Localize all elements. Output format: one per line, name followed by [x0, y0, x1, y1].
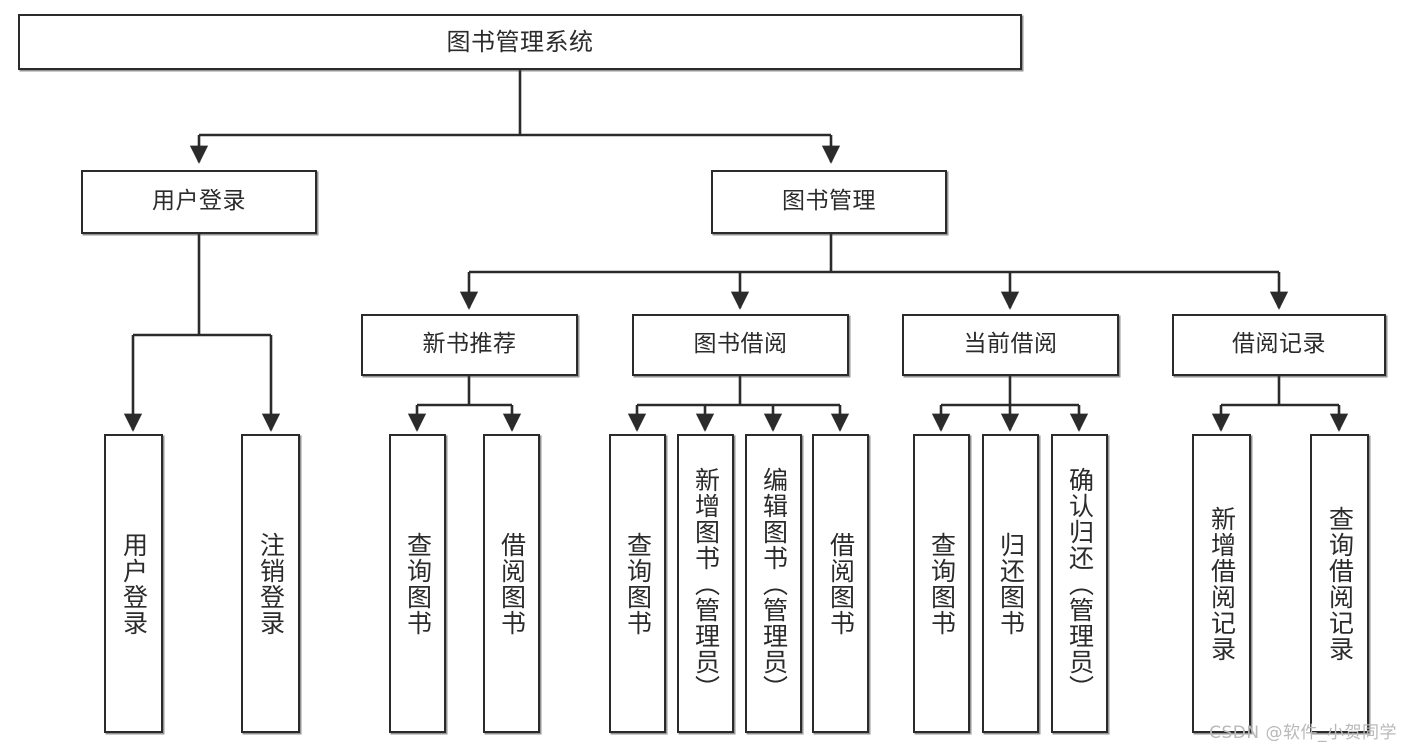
node-borrow-record[interactable]: 借阅记录: [1172, 314, 1386, 376]
leaf-new-book-query-label: 查询图书: [403, 531, 433, 636]
leaf-user-login-signout[interactable]: 注销登录: [241, 434, 300, 733]
leaf-current-return-book-label: 归还图书: [996, 531, 1026, 636]
node-borrow-record-label: 借阅记录: [1232, 331, 1326, 358]
leaf-current-confirm-return[interactable]: 确认归还（管理员）: [1051, 434, 1108, 733]
leaf-current-return-book[interactable]: 归还图书: [982, 434, 1039, 733]
node-new-book-recommend[interactable]: 新书推荐: [361, 314, 578, 376]
leaf-current-confirm-return-label: 确认归还（管理员）: [1065, 466, 1095, 701]
leaf-borrow-borrow-book-label: 借阅图书: [826, 531, 856, 636]
node-current-borrow-label: 当前借阅: [963, 331, 1058, 358]
node-user-login[interactable]: 用户登录: [81, 170, 317, 234]
leaf-borrow-query-book-label: 查询图书: [623, 531, 653, 636]
leaf-user-login-signout-label: 注销登录: [256, 531, 286, 636]
node-new-book-recommend-label: 新书推荐: [422, 331, 517, 358]
node-user-login-label: 用户登录: [152, 188, 246, 215]
leaf-borrow-query-book[interactable]: 查询图书: [609, 434, 666, 733]
node-root-label: 图书管理系统: [446, 27, 594, 56]
leaf-borrow-edit-book[interactable]: 编辑图书（管理员）: [745, 434, 802, 733]
leaf-user-login-signin[interactable]: 用户登录: [104, 434, 163, 733]
watermark: CSDN @软件_小贺同学: [1209, 723, 1397, 743]
leaf-borrow-edit-book-label: 编辑图书（管理员）: [759, 466, 789, 701]
leaf-borrow-add-book[interactable]: 新增图书（管理员）: [677, 434, 734, 733]
leaf-borrow-borrow-book[interactable]: 借阅图书: [812, 434, 869, 733]
node-book-borrow[interactable]: 图书借阅: [632, 314, 849, 376]
node-book-management-label: 图书管理: [782, 188, 876, 215]
node-book-management[interactable]: 图书管理: [711, 170, 947, 234]
leaf-current-query-book[interactable]: 查询图书: [913, 434, 970, 733]
node-current-borrow[interactable]: 当前借阅: [902, 314, 1119, 376]
leaf-new-book-query[interactable]: 查询图书: [389, 434, 446, 733]
node-root[interactable]: 图书管理系统: [18, 14, 1022, 70]
leaf-record-query[interactable]: 查询借阅记录: [1310, 434, 1369, 733]
leaf-record-add-label: 新增借阅记录: [1207, 505, 1237, 662]
leaf-record-query-label: 查询借阅记录: [1325, 505, 1355, 662]
leaf-user-login-signin-label: 用户登录: [119, 531, 149, 636]
node-book-borrow-label: 图书借阅: [693, 331, 788, 358]
leaf-new-book-borrow-label: 借阅图书: [497, 531, 527, 636]
leaf-borrow-add-book-label: 新增图书（管理员）: [691, 466, 721, 701]
leaf-new-book-borrow[interactable]: 借阅图书: [483, 434, 540, 733]
leaf-current-query-book-label: 查询图书: [927, 531, 957, 636]
leaf-record-add[interactable]: 新增借阅记录: [1192, 434, 1251, 733]
